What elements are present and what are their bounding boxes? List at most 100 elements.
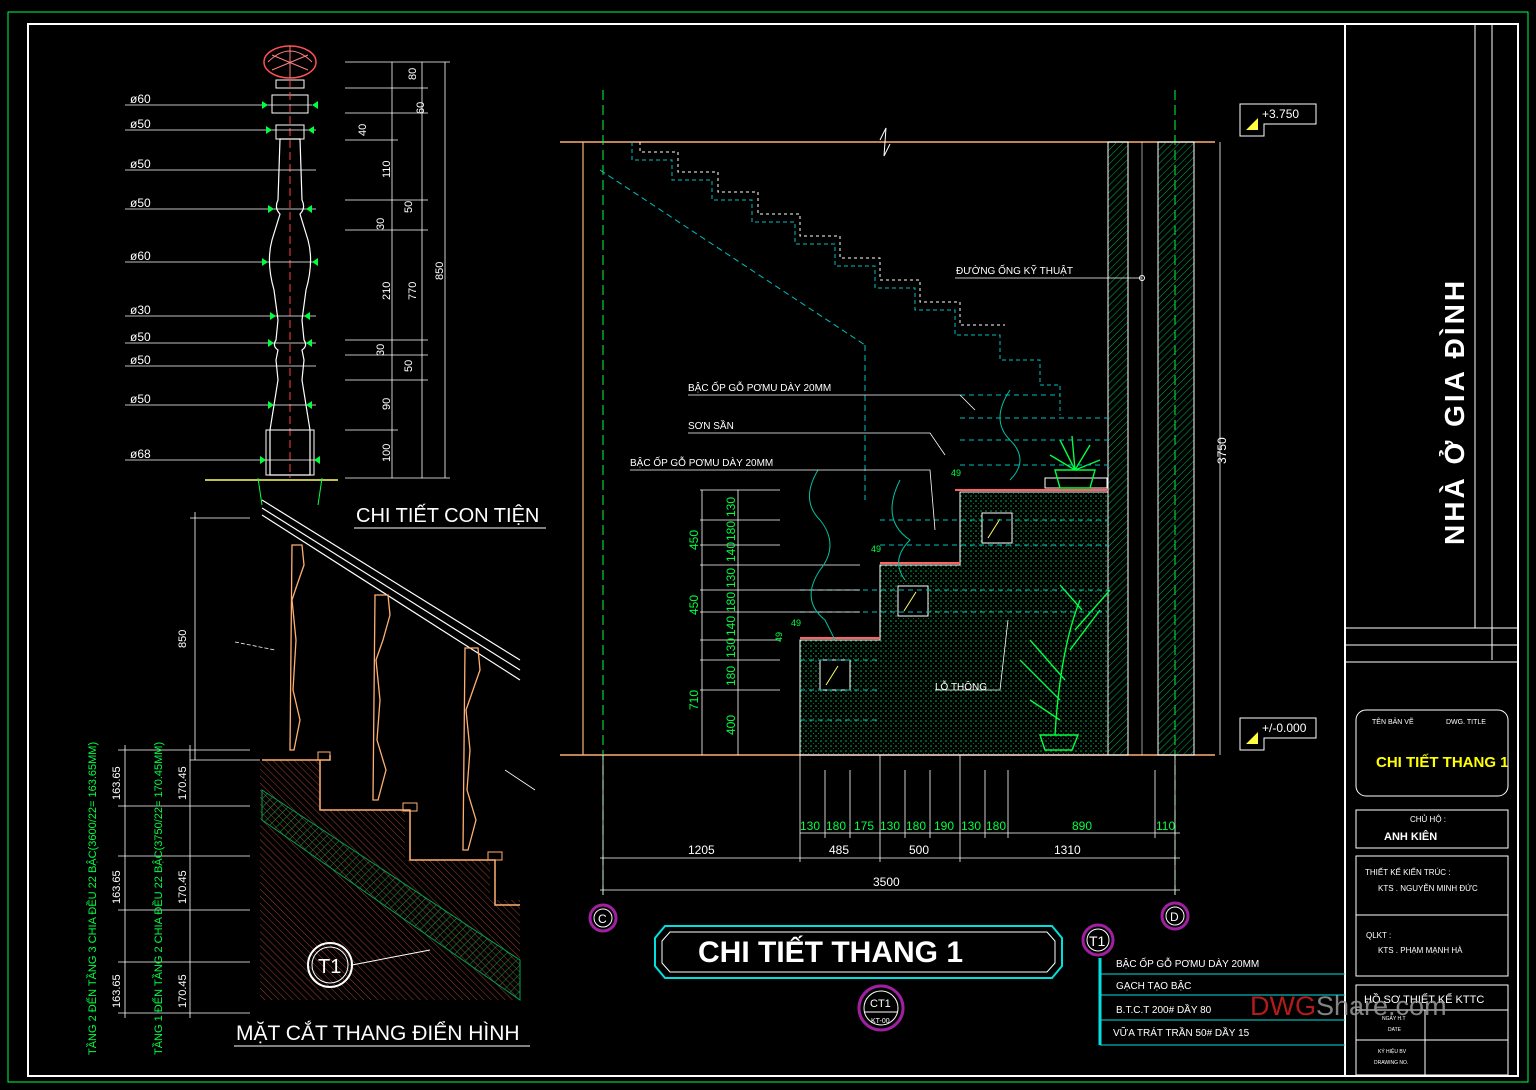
dim-30: 30 (375, 218, 387, 230)
dim-210: 210 (381, 282, 393, 300)
dim-fine: 130 (961, 819, 981, 833)
stair-elevation: ĐƯỜNG ỐNG KỸ THUẬT BẬC ỐP GỖ PƠMU DÀY 20… (560, 90, 1317, 933)
date-label: NGÀY H.T (1382, 1015, 1406, 1022)
svg-text:D: D (1170, 910, 1179, 924)
level-bottom-tag: +/-0.000 (1239, 717, 1317, 751)
dim-fine: 180 (826, 819, 846, 833)
dim-110: 110 (381, 160, 393, 178)
outer-border (7, 11, 1529, 1083)
date-label-en: DATE (1388, 1027, 1402, 1033)
material-legend: T1 BẬC ỐP GỖ PƠMU DÀY 20MM GẠCH TẠO BẬC … (1081, 923, 1345, 1046)
main-title-block: CHI TIẾT THANG 1 (654, 925, 1063, 979)
svg-text:KT-00: KT-00 (871, 1018, 890, 1025)
riser-dim: 170.45 (177, 870, 189, 904)
stair-section: 850 163.65 163.65 163.65 170.45 170.45 1… (86, 499, 536, 1055)
diameter-label: ø50 (130, 330, 151, 344)
svg-text:CT1: CT1 (870, 998, 891, 1010)
dim-49: 49 (871, 544, 881, 554)
legend-item: GẠCH TẠO BẬC (1116, 979, 1191, 992)
dim-50: 50 (403, 201, 415, 213)
riser-dim: 170.45 (177, 974, 189, 1008)
baluster-detail: ø60 ø50 ø50 ø50 ø60 ø30 ø50 ø50 ø50 ø68 (125, 45, 546, 529)
dwg-title-label: DWG. TITLE (1446, 719, 1486, 726)
riser-dim: 163.65 (111, 870, 123, 904)
grid-bubble-c: C (588, 903, 618, 933)
architect-label: THIẾT KẾ KIẾN TRÚC : (1365, 867, 1451, 877)
dim-49: 49 (791, 618, 801, 628)
dim-mid: 1310 (1054, 843, 1081, 857)
manager-label: QLKT : (1366, 931, 1391, 940)
label-paint: SƠN SẦN (688, 419, 734, 432)
diameter-label: ø50 (130, 196, 151, 210)
label-wood-step-lower: BẬC ỐP GỖ PƠMU DÀY 20MM (630, 455, 773, 469)
overall-height-dim: 3750 (1215, 437, 1229, 464)
dim-50b: 50 (403, 360, 415, 372)
diameter-label: ø60 (130, 92, 151, 106)
dim-fine: 190 (934, 819, 954, 833)
dim-30b: 30 (375, 344, 387, 356)
svg-text:+/-0.000: +/-0.000 (1262, 721, 1307, 735)
section-title: MẶT CẮT THANG ĐIỂN HÌNH (236, 1021, 520, 1045)
note-floor2: TẦNG 2 ĐẾN TẦNG 3 CHIA ĐỀU 22 BẬC(3600/2… (86, 742, 99, 1055)
svg-text:C: C (598, 912, 607, 926)
grid-bubble-d: D (1160, 901, 1190, 931)
diameter-label: ø60 (130, 249, 151, 263)
svg-text:+3.750: +3.750 (1262, 107, 1299, 121)
riser-dim: 170.45 (177, 766, 189, 800)
dim-inner: 140 (724, 542, 738, 562)
dim-fine: 110 (1156, 819, 1175, 833)
note-floor1: TẦNG 1 ĐẾN TẦNG 2 CHIA ĐỀU 22 BẬC(3750/2… (152, 742, 165, 1055)
dim-40: 40 (357, 124, 369, 136)
baluster-title: CHI TIẾT CON TIỆN (356, 504, 539, 527)
diameter-label: ø68 (130, 447, 151, 461)
dim-450: 450 (687, 595, 701, 615)
label-wood-step-upper: BẬC ỐP GỖ PƠMU DÀY 20MM (688, 380, 831, 394)
legend-item: BẬC ỐP GỖ PƠMU DÀY 20MM (1116, 956, 1259, 970)
main-title: CHI TIẾT THANG 1 (698, 935, 963, 969)
dim-inner: 130 (724, 638, 738, 658)
inner-border (27, 23, 1519, 1077)
dim-fine: 180 (906, 819, 926, 833)
svg-text:DWG: DWG (1250, 991, 1316, 1021)
dim-inner: 180 (724, 592, 738, 612)
ref-bubble: CT1 KT-00 (857, 984, 905, 1032)
svg-text:Share.com: Share.com (1316, 991, 1447, 1021)
dim-49: 49 (951, 468, 961, 478)
dwg-name: CHI TIẾT THANG 1 (1376, 754, 1509, 771)
diameter-label: ø50 (130, 392, 151, 406)
dim-inner: 140 (724, 616, 738, 636)
legend-item: B.T.C.T 200# DẦY 80 (1116, 1003, 1212, 1016)
diameter-label: ø30 (130, 303, 151, 317)
dim-inner: 130 (724, 497, 738, 517)
dim-90: 90 (381, 398, 393, 410)
dim-fine: 180 (986, 819, 1006, 833)
dim-710: 710 (687, 690, 701, 710)
diameter-label: ø50 (130, 353, 151, 367)
dim-fine: 175 (854, 819, 874, 833)
dim-mid: 485 (829, 843, 849, 857)
dim-fine: 130 (880, 819, 900, 833)
diameter-label: ø50 (130, 157, 151, 171)
dim-60: 60 (415, 102, 427, 114)
dim-fine: 890 (1072, 819, 1092, 833)
overall-width-dim: 3500 (873, 875, 900, 889)
section-marker-label: T1 (318, 956, 341, 978)
code-label-en: DRAWING NO. (1374, 1060, 1408, 1066)
code-label: KÝ HIỆU BV (1378, 1047, 1407, 1055)
riser-dim: 163.65 (111, 766, 123, 800)
dim-mid: 1205 (688, 843, 715, 857)
label-vent: LỖ THÔNG (935, 680, 987, 693)
dim-inner: 130 (724, 568, 738, 588)
label-pipe: ĐƯỜNG ỐNG KỸ THUẬT (956, 263, 1073, 277)
dim-450: 450 (687, 530, 701, 550)
dim-mid: 500 (909, 843, 929, 857)
dim-80: 80 (407, 68, 419, 80)
dim-inner: 180 (724, 521, 738, 541)
level-top-tag: +3.750 (1239, 103, 1317, 137)
diameter-label: ø50 (130, 117, 151, 131)
dim-49: 49 (774, 632, 784, 642)
dim-100: 100 (381, 444, 393, 462)
dim-inner: 400 (724, 715, 738, 735)
dim-fine: 130 (800, 819, 820, 833)
